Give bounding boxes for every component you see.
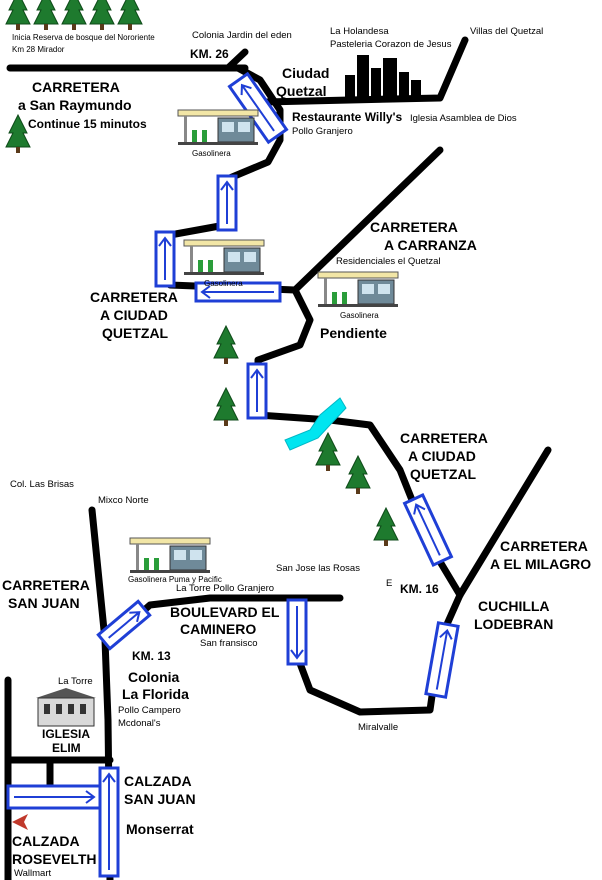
skyline-icon: [345, 55, 421, 100]
label-carretera-cq-left-3: QUETZAL: [102, 325, 169, 341]
label-gasolinera-3: Gasolinera: [340, 311, 379, 320]
label-e-mark: E: [386, 578, 392, 589]
tree-icon: [33, 0, 59, 31]
label-km13: KM. 13: [132, 649, 171, 663]
label-km26: KM. 26: [190, 47, 229, 61]
road-milagro: [456, 446, 552, 599]
label-pendiente: Pendiente: [320, 325, 387, 341]
label-carretera-milagro-1: CARRETERA: [500, 538, 588, 554]
river: [284, 397, 347, 451]
label-carretera-carranza-2: A CARRANZA: [384, 237, 477, 253]
tree-icon: [61, 0, 87, 31]
label-iglesia-2: ELIM: [52, 741, 81, 755]
label-carretera-raymundo-1: CARRETERA: [32, 79, 120, 95]
label-forest-reserve: Inicia Reserva de bosque del Nororiente: [12, 33, 155, 42]
arrow-north-2: [216, 174, 238, 232]
arrow-km16: [402, 492, 454, 568]
label-ciudad-2: Quetzal: [276, 83, 327, 99]
tree-icon: [213, 325, 239, 365]
label-gasolinera-puma: Gasolinera Puma y Pacific: [128, 575, 222, 584]
label-ciudad-1: Ciudad: [282, 65, 329, 81]
label-boulevard-1: BOULEVARD EL: [170, 604, 280, 620]
label-carretera-cq-left-2: A CIUDAD: [100, 307, 168, 323]
label-colonia-1: Colonia: [128, 669, 180, 685]
label-calzada-sj-2: SAN JUAN: [124, 791, 196, 807]
label-km28: Km 28 Mirador: [12, 45, 65, 54]
label-calzada-r-2: ROSEVELTH: [12, 851, 97, 867]
label-gasolinera-1: Gasolinera: [192, 149, 231, 158]
label-iglesia-1: IGLESIA: [42, 727, 90, 741]
label-carretera-milagro-2: A EL MILAGRO: [490, 556, 591, 572]
label-pasteleria: Pasteleria Corazon de Jesus: [330, 39, 452, 50]
gas-station-icon: [177, 109, 259, 146]
tree-icon: [213, 387, 239, 427]
label-carretera-cq-right-3: QUETZAL: [410, 466, 477, 482]
label-continue: Continue 15 minutos: [28, 117, 147, 131]
label-mcdonals: Mcdonal's: [118, 718, 161, 729]
gas-station-icon: [129, 537, 211, 574]
label-gasolinera-2: Gasolinera: [204, 279, 243, 288]
label-calzada-r-1: CALZADA: [12, 833, 80, 849]
label-km16: KM. 16: [400, 582, 439, 596]
arrow-boulevard-down: [286, 598, 308, 666]
label-la-holandesa: La Holandesa: [330, 26, 389, 37]
tree-icon: [89, 0, 115, 31]
label-carretera-cq-right-2: A CIUDAD: [408, 448, 476, 464]
tree-icon: [345, 455, 371, 495]
tree-icon: [117, 0, 143, 31]
label-mixco-norte: Mixco Norte: [98, 495, 149, 506]
label-iglesia-asamblea: Iglesia Asamblea de Dios: [410, 113, 517, 124]
label-san-jose: San Jose las Rosas: [276, 563, 360, 574]
label-colonia-2: La Florida: [122, 686, 189, 702]
road-km26-north: [224, 48, 249, 72]
gas-station-icon: [183, 239, 265, 276]
arrow-cuchilla: [424, 621, 460, 699]
tree-icon: [315, 432, 341, 472]
label-villas: Villas del Quetzal: [470, 26, 543, 37]
label-san-fransisco: San fransisco: [200, 638, 258, 649]
arrow-east-calzada: [6, 784, 102, 810]
label-pollo-campero: Pollo Campero: [118, 705, 181, 716]
label-carretera-sj-2: SAN JUAN: [8, 595, 80, 611]
label-cuchilla-2: LODEBRAN: [474, 616, 553, 632]
label-carretera-sj-1: CARRETERA: [2, 577, 90, 593]
label-miralvalle: Miralvalle: [358, 722, 398, 733]
label-la-torre-pollo: La Torre Pollo Granjero: [176, 583, 274, 594]
label-carretera-cq-right-1: CARRETERA: [400, 430, 488, 446]
tree-icon: [373, 507, 399, 547]
gas-station-icon: [317, 271, 399, 308]
church-icon: [36, 688, 96, 727]
label-restaurante: Restaurante Willy's: [292, 110, 402, 124]
arrow-pendiente: [246, 362, 268, 420]
road-carranza: [291, 146, 444, 294]
arrow-calzada-sj: [98, 766, 120, 878]
label-colonia-jardin: Colonia Jardin del eden: [192, 30, 292, 41]
label-carretera-carranza-1: CARRETERA: [370, 219, 458, 235]
label-pollo-granjero-top: Pollo Granjero: [292, 126, 353, 137]
label-la-torre: La Torre: [58, 676, 93, 687]
arrow-north-3: [154, 230, 176, 288]
label-carretera-cq-left-1: CARRETERA: [90, 289, 178, 305]
route-arrows: [6, 71, 460, 878]
tree-icon: [5, 0, 31, 31]
label-residenciales: Residenciales el Quetzal: [336, 256, 441, 267]
label-boulevard-2: CAMINERO: [180, 621, 256, 637]
label-cuchilla-1: CUCHILLA: [478, 598, 550, 614]
tree-icon: [5, 114, 31, 154]
label-col-brisas: Col. Las Brisas: [10, 479, 74, 490]
label-wallmart: Wallmart: [14, 868, 51, 879]
label-calzada-sj-1: CALZADA: [124, 773, 192, 789]
label-carretera-raymundo-2: a San Raymundo: [18, 97, 132, 113]
arrow-km13: [96, 599, 152, 651]
labels: Inicia Reserva de bosque del Nororiente …: [2, 26, 591, 879]
arrow-west: [194, 281, 282, 303]
pointer-icon: [12, 814, 28, 830]
label-monserrat: Monserrat: [126, 821, 194, 837]
